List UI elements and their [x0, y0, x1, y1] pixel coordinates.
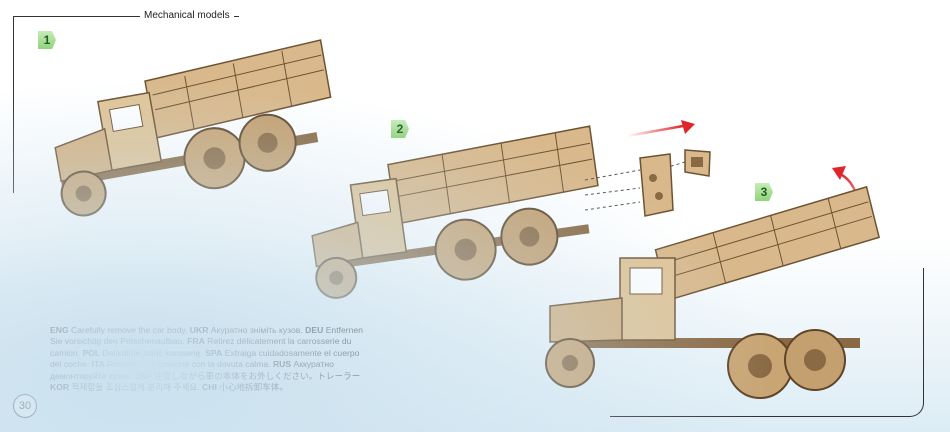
- instruction-chi: 小心地拆卸车体。: [216, 382, 288, 393]
- lang-code-chi: CHI: [202, 382, 217, 393]
- lang-code-jap: JAP: [134, 370, 152, 381]
- instruction-pol: Delikatnie zdjąć karoserię.: [100, 347, 206, 358]
- lang-code-ita: ITA: [91, 359, 105, 370]
- step-badge-2: 2: [391, 120, 409, 138]
- step-badge-3: 3: [755, 183, 773, 201]
- lang-code-pol: POL: [82, 347, 101, 358]
- lang-code-ukr: UKR: [189, 325, 209, 335]
- exploded-parts: [584, 149, 711, 217]
- lang-code-rus: RUS: [272, 359, 292, 370]
- truck-illustration-1: [54, 39, 332, 217]
- instruction-jap: 注意しながら車の本体をお外しください。トレーラー: [151, 370, 361, 381]
- right-arrow-icon: [626, 120, 695, 138]
- lang-code-eng: ENG: [50, 325, 69, 335]
- step-badge-1: 1: [38, 31, 56, 49]
- lang-code-deu: DEU: [305, 325, 324, 335]
- lang-code-fra: FRA: [187, 336, 205, 347]
- instruction-deu: Entfernen Sie vorsichtig den Pritschenau…: [50, 325, 363, 347]
- page-frame-top-left: [13, 16, 239, 193]
- lang-code-kor: KOR: [50, 382, 70, 393]
- instruction-kor: 적재함을 조심스럽게 분리해 주세요.: [69, 382, 203, 393]
- section-title: Mechanical models: [140, 9, 234, 23]
- instruction-text: ENG Carefully remove the car body. UKR А…: [50, 325, 365, 393]
- instruction-rus: Аккуратно демонтируйте кузов.: [50, 359, 334, 381]
- page-frame-bottom-right: [610, 268, 924, 417]
- instruction-eng: Carefully remove the car body.: [68, 325, 190, 335]
- truck-illustration-3: [545, 185, 881, 399]
- instruction-spa: Extraiga cuidadosamente el cuerpo del co…: [50, 347, 360, 370]
- instruction-ita: Rimuovere il cassone con la dovuta calma…: [104, 359, 273, 370]
- truck-illustration-2: [311, 125, 599, 299]
- instruction-fra: Retirez délicatement la carrosserie du c…: [50, 336, 352, 358]
- lang-code-spa: SPA: [205, 347, 223, 358]
- page-number: 30: [13, 394, 37, 418]
- instruction-ukr: Акуратно зніміть кузов.: [208, 325, 306, 335]
